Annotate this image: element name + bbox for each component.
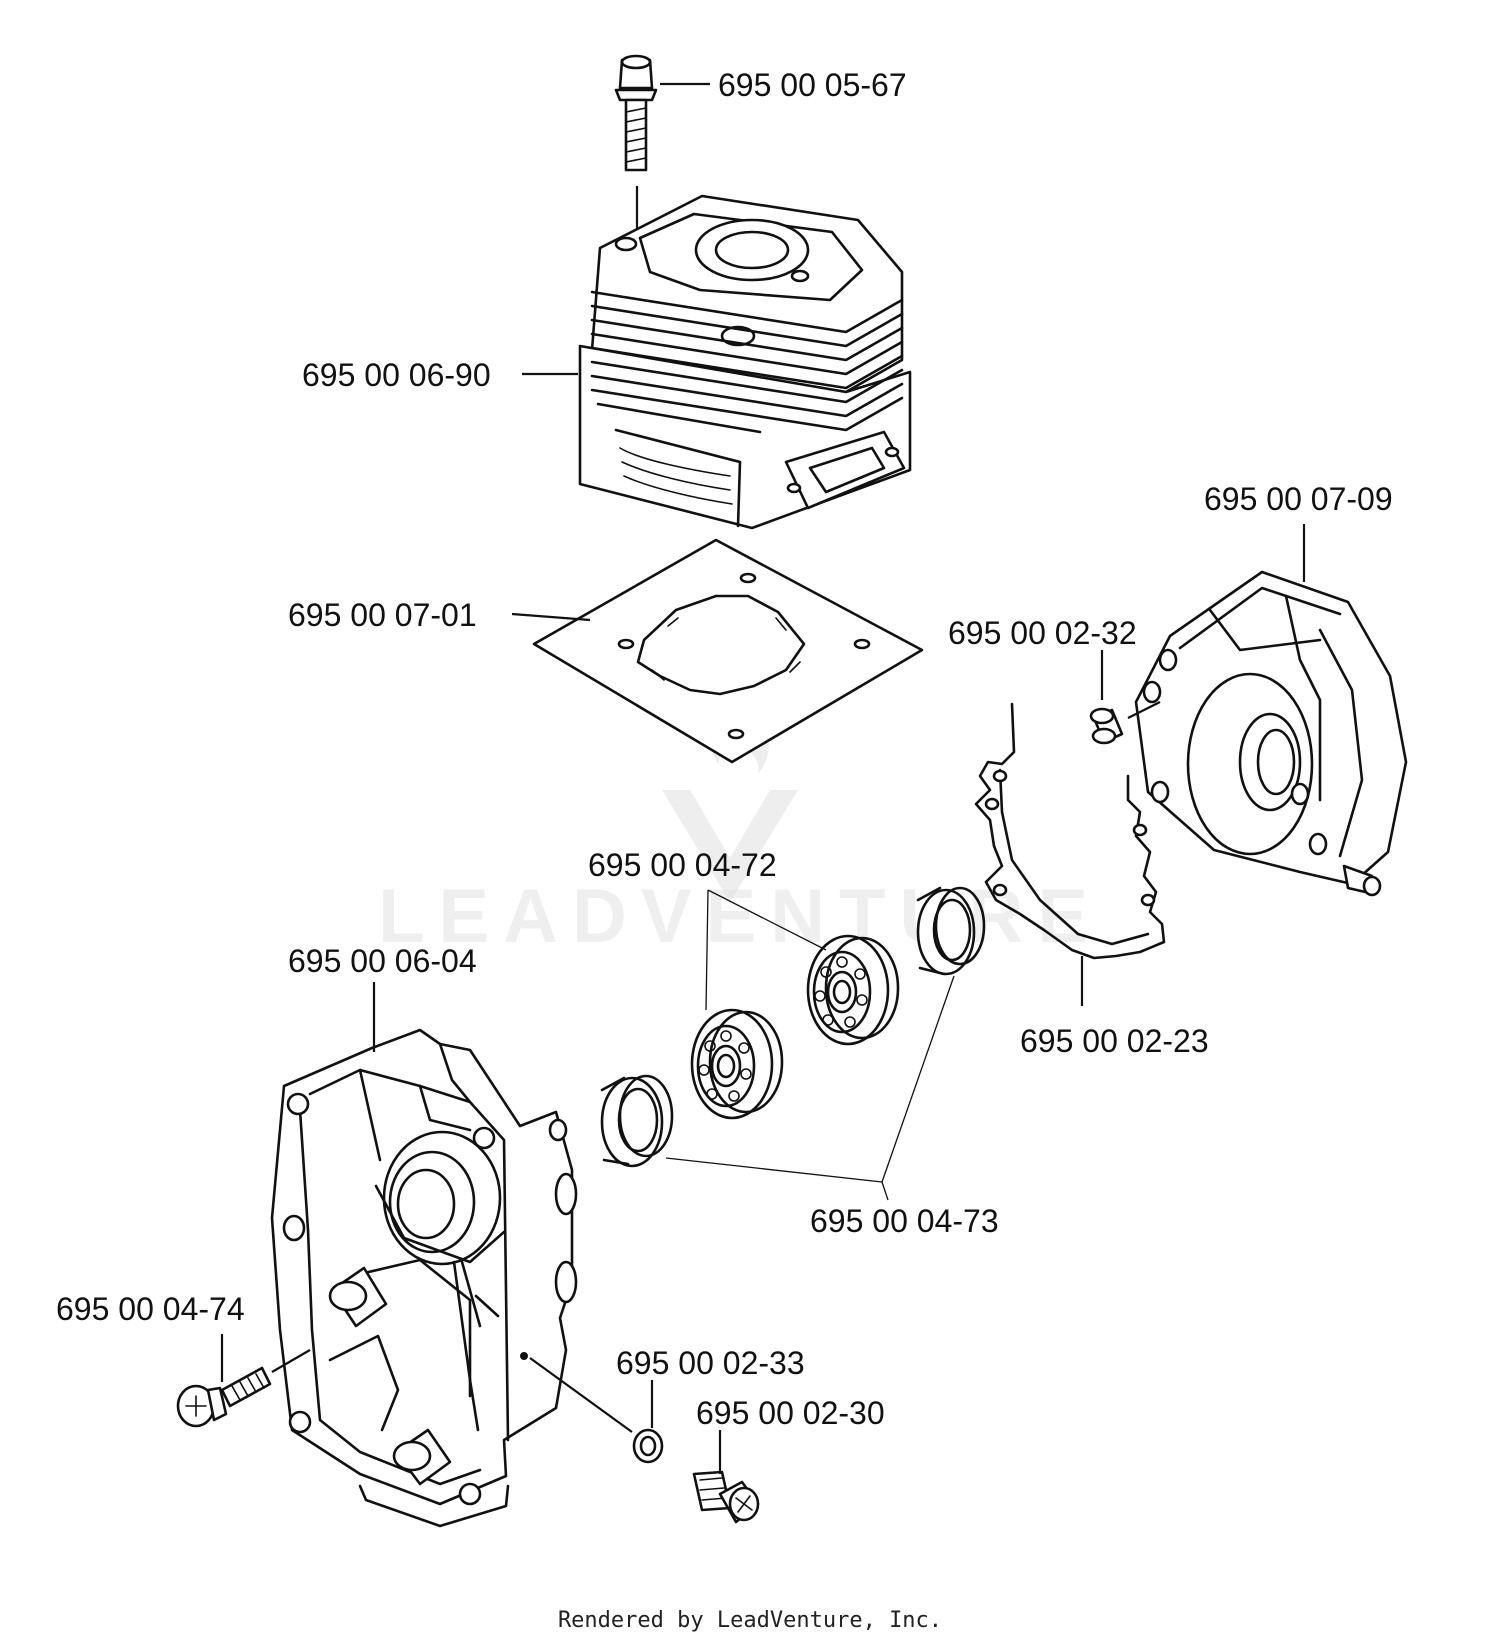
dowel-pin-drawing — [1089, 650, 1161, 745]
label-crankcase-gasket: 695 00 02-23 — [1020, 1023, 1209, 1059]
label-plug-screw: 695 00 02-30 — [696, 1395, 885, 1431]
bolt-top-drawing — [614, 54, 658, 262]
ball-bearing-upper-drawing — [806, 934, 900, 1046]
label-bolt-top: 695 00 05-67 — [718, 67, 907, 103]
part-number-labels: 695 00 05-67 695 00 06-90 695 00 07-01 6… — [56, 67, 1393, 1431]
bearing-seal-leaders — [665, 889, 955, 1201]
plug-screw-drawing — [692, 1430, 760, 1524]
seal-ring-upper-drawing — [916, 886, 986, 976]
seal-ring-lower-drawing — [600, 1074, 674, 1168]
chevron-logo-icon — [662, 790, 798, 902]
cylinder-drawing — [522, 194, 912, 530]
crankcase-left-drawing — [270, 982, 578, 1528]
washer-drawing — [529, 1357, 664, 1464]
label-cylinder-gasket: 695 00 07-01 — [288, 597, 477, 633]
label-seal-ring: 695 00 04-73 — [810, 1203, 999, 1239]
label-crankcase-right: 695 00 07-09 — [1204, 481, 1393, 517]
label-crankcase-left: 695 00 06-04 — [288, 943, 477, 979]
label-ball-bearing: 695 00 04-72 — [588, 847, 777, 883]
label-dowel-pin: 695 00 02-32 — [948, 615, 1137, 651]
label-cylinder: 695 00 06-90 — [302, 357, 491, 393]
ball-bearing-lower-drawing — [690, 1008, 784, 1120]
render-credit: Rendered by LeadVenture, Inc. — [557, 1608, 943, 1633]
crankcase-right-drawing — [1134, 524, 1408, 897]
label-washer: 695 00 02-33 — [616, 1345, 805, 1381]
crankcase-gasket-drawing — [974, 702, 1166, 1006]
label-bolt-left: 695 00 04-74 — [56, 1291, 245, 1327]
bolt-left-drawing — [176, 1334, 311, 1428]
cylinder-gasket-drawing — [511, 538, 924, 764]
watermark-brand-text: LEADVENTURE — [378, 874, 1102, 959]
